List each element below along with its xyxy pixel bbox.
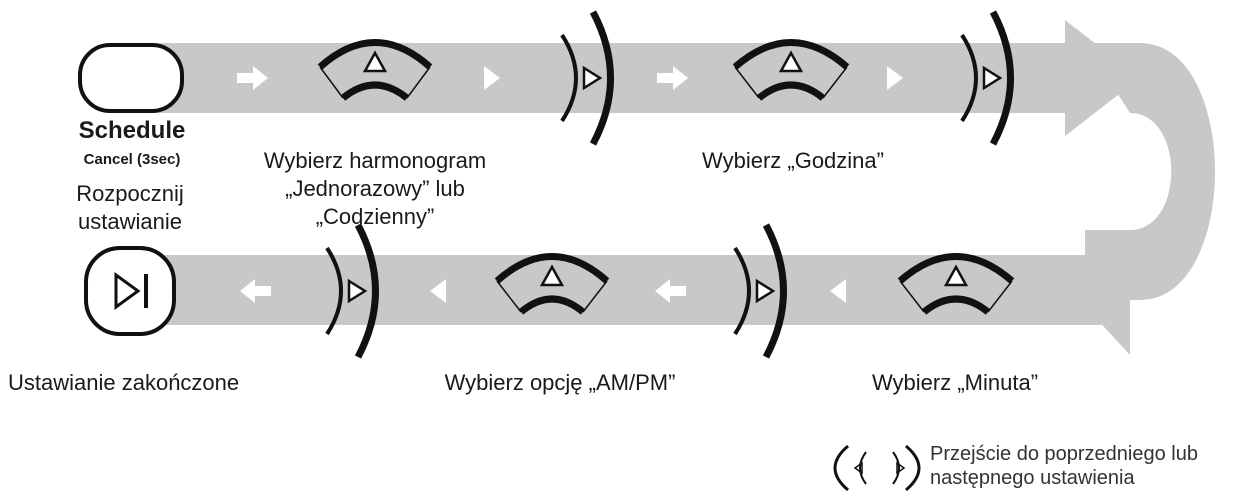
select-schedule-line1: Wybierz harmonogram <box>263 148 487 173</box>
legend-text-line2: następnego ustawienia <box>930 467 1135 489</box>
up-key-1-icon[interactable] <box>317 39 433 101</box>
up-key-2-icon[interactable] <box>732 39 850 101</box>
next-key-4-icon[interactable] <box>325 223 379 359</box>
select-schedule-line2: „Jednorazowy” lub <box>285 176 465 201</box>
up-key-3-icon[interactable] <box>494 253 610 315</box>
select-minute-label: Wybierz „Minuta” <box>871 370 1039 395</box>
direction-arrows-top <box>237 66 903 90</box>
next-key-1-icon[interactable] <box>560 10 614 146</box>
select-schedule-line3: „Codzienny” <box>315 204 435 229</box>
play-pause-icon[interactable] <box>84 246 176 336</box>
schedule-subtitle: Cancel (3sec) <box>83 151 181 168</box>
schedule-button-icon[interactable] <box>78 43 184 113</box>
legend-text-line1: Przejście do poprzedniego lub <box>930 443 1198 465</box>
select-ampm-label: Wybierz opcję „AM/PM” <box>444 370 676 395</box>
up-key-4-icon[interactable] <box>897 253 1015 315</box>
start-caption-line2: ustawianie <box>78 209 182 234</box>
select-hour-label: Wybierz „Godzina” <box>702 148 884 173</box>
next-key-3-icon[interactable] <box>733 223 787 359</box>
direction-arrows-bottom <box>240 279 846 303</box>
schedule-title: Schedule <box>78 117 186 144</box>
prev-next-legend-icon <box>833 444 921 492</box>
start-caption-line1: Rozpocznij <box>76 181 184 206</box>
finished-label: Ustawianie zakończone <box>8 370 240 395</box>
next-key-2-icon[interactable] <box>960 10 1014 146</box>
